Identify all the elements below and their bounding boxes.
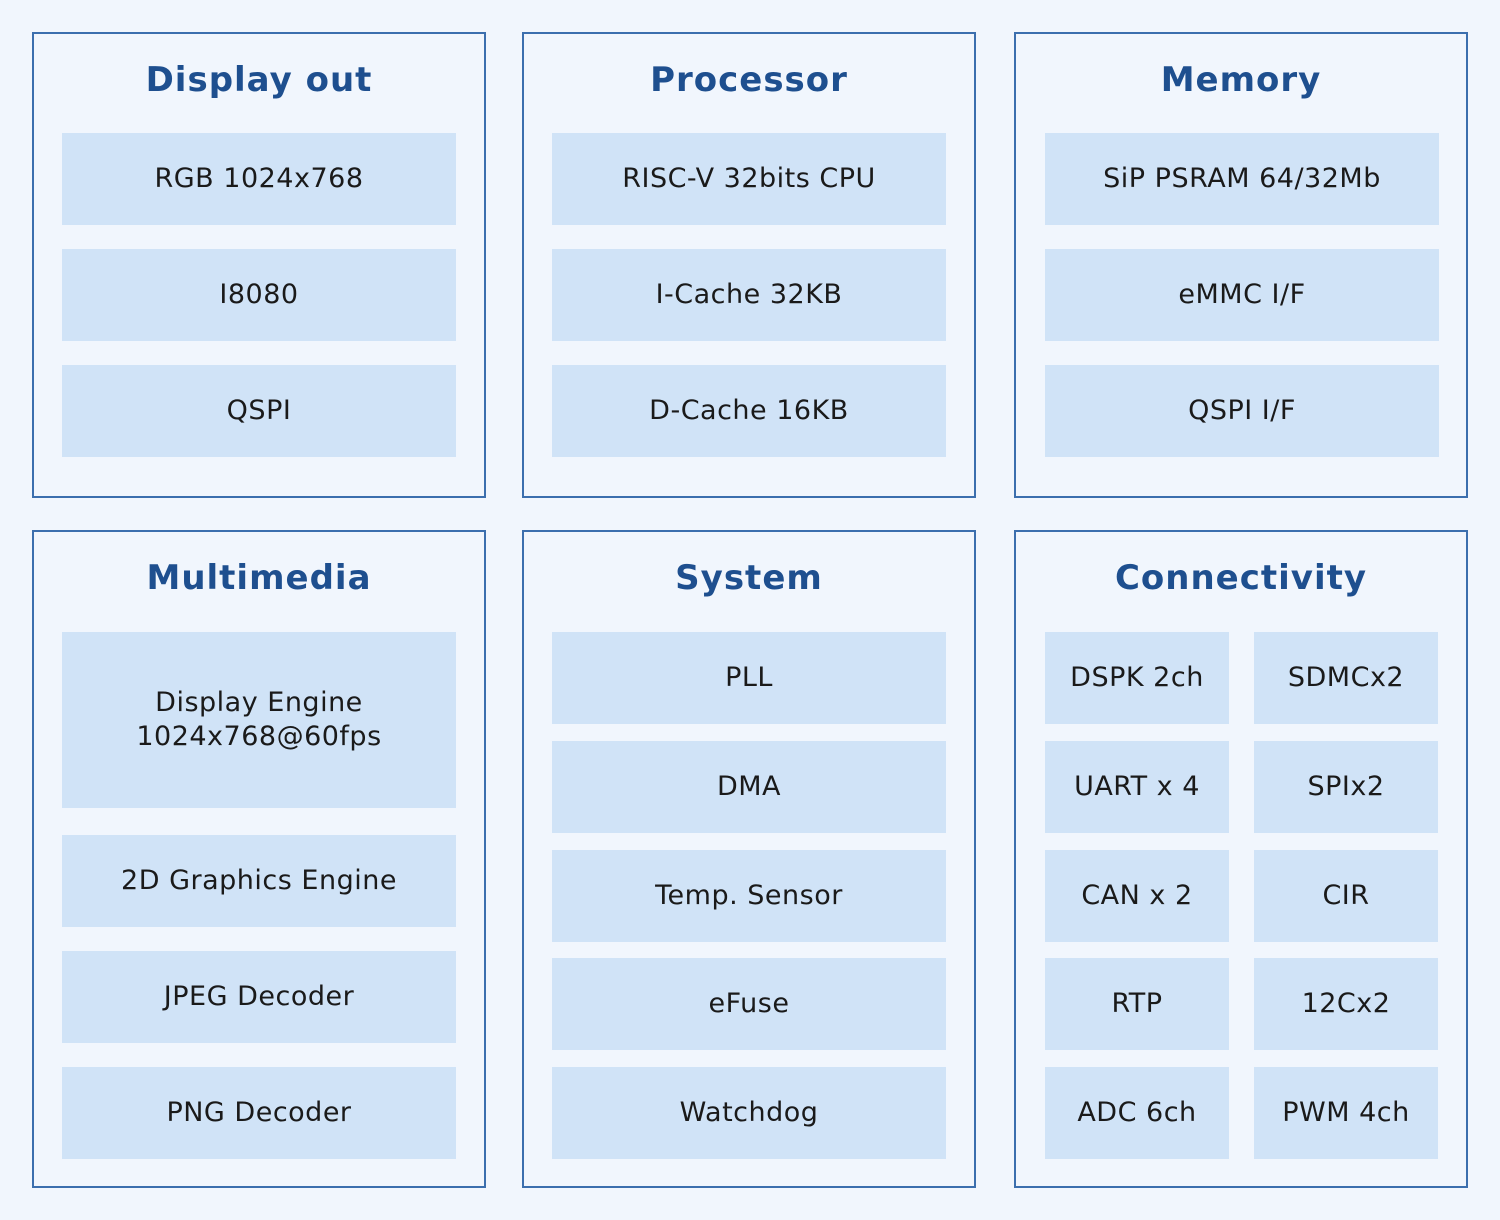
panel-connectivity: Connectivity DSPK 2ch SDMCx2 UART x 4 SP… xyxy=(1014,530,1468,1188)
block-sdmc: SDMCx2 xyxy=(1254,632,1438,724)
block-display-engine: Display Engine 1024x768@60fps xyxy=(62,632,456,808)
block-qspi: QSPI xyxy=(62,365,456,457)
block-i2c: 12Cx2 xyxy=(1254,958,1438,1050)
block-dma: DMA xyxy=(552,741,946,833)
panel-title: System xyxy=(675,558,823,598)
block-dcache: D-Cache 16KB xyxy=(552,365,946,457)
panel-memory: Memory SiP PSRAM 64/32Mb eMMC I/F QSPI I… xyxy=(1014,32,1468,498)
panel-processor: Processor RISC-V 32bits CPU I-Cache 32KB… xyxy=(522,32,976,498)
block-adc: ADC 6ch xyxy=(1045,1067,1229,1159)
block-dspk: DSPK 2ch xyxy=(1045,632,1229,724)
block-pwm: PWM 4ch xyxy=(1254,1067,1438,1159)
block-rgb: RGB 1024x768 xyxy=(62,133,456,225)
panel-display-out: Display out RGB 1024x768 I8080 QSPI xyxy=(32,32,486,498)
panel-title: Display out xyxy=(145,60,373,100)
block-icache: I-Cache 32KB xyxy=(552,249,946,341)
panel-multimedia: Multimedia Display Engine 1024x768@60fps… xyxy=(32,530,486,1188)
block-can: CAN x 2 xyxy=(1045,850,1229,942)
block-watchdog: Watchdog xyxy=(552,1067,946,1159)
block-spi: SPIx2 xyxy=(1254,741,1438,833)
block-2d-graphics: 2D Graphics Engine xyxy=(62,835,456,927)
block-psram: SiP PSRAM 64/32Mb xyxy=(1045,133,1439,225)
block-qspi-if: QSPI I/F xyxy=(1045,365,1439,457)
block-pll: PLL xyxy=(552,632,946,724)
panel-title: Multimedia xyxy=(146,558,372,598)
block-png: PNG Decoder xyxy=(62,1067,456,1159)
block-cpu: RISC-V 32bits CPU xyxy=(552,133,946,225)
block-emmc: eMMC I/F xyxy=(1045,249,1439,341)
block-cir: CIR xyxy=(1254,850,1438,942)
block-temp-sensor: Temp. Sensor xyxy=(552,850,946,942)
block-efuse: eFuse xyxy=(552,958,946,1050)
panel-system: System PLL DMA Temp. Sensor eFuse Watchd… xyxy=(522,530,976,1188)
panel-title: Connectivity xyxy=(1114,558,1368,598)
block-jpeg: JPEG Decoder xyxy=(62,951,456,1043)
block-rtp: RTP xyxy=(1045,958,1229,1050)
block-uart: UART x 4 xyxy=(1045,741,1229,833)
panel-title: Processor xyxy=(650,60,848,100)
block-i8080: I8080 xyxy=(62,249,456,341)
panel-title: Memory xyxy=(1160,60,1322,100)
